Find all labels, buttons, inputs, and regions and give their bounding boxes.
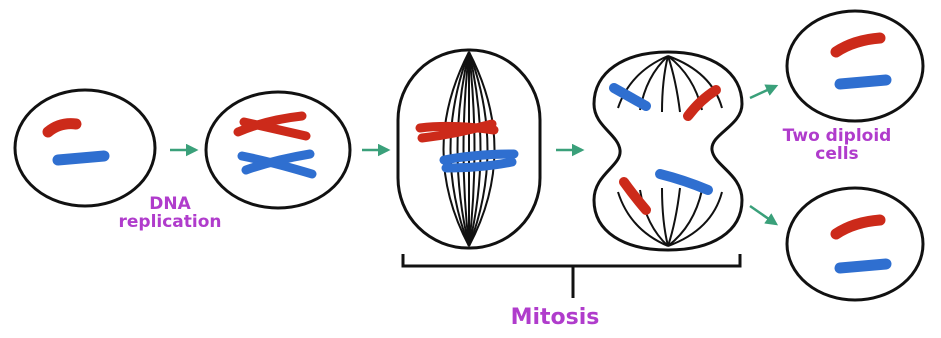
- arrow-upper: [750, 86, 776, 98]
- mitosis-bracket: [403, 254, 740, 298]
- red-chromosome: [624, 182, 646, 210]
- cell-metaphase: [398, 50, 540, 248]
- two-diploid-cells-label: Two diploid cells: [772, 128, 902, 164]
- dna-replication-label: DNA replication: [100, 196, 240, 232]
- blue-chromosome: [660, 174, 708, 190]
- red-chromosome: [48, 124, 76, 132]
- cell-replicated: [206, 92, 350, 208]
- blue-chromosome: [58, 156, 104, 160]
- cell-initial: [15, 90, 155, 206]
- spindle-fibers: [444, 52, 495, 246]
- red-chromosome: [836, 220, 880, 234]
- spindle-fibers: [618, 56, 722, 246]
- arrow-lower: [750, 206, 776, 224]
- cell-anaphase: [594, 52, 742, 250]
- blue-chromosome-pair: [446, 162, 512, 168]
- blue-chromosome: [840, 264, 886, 268]
- blue-chromosome: [840, 80, 886, 84]
- red-chromosome: [688, 90, 716, 116]
- mitosis-label: Mitosis: [480, 306, 630, 329]
- red-chromosome: [836, 38, 880, 52]
- daughter-cell-top: [787, 11, 923, 121]
- daughter-cell-bottom: [787, 188, 923, 300]
